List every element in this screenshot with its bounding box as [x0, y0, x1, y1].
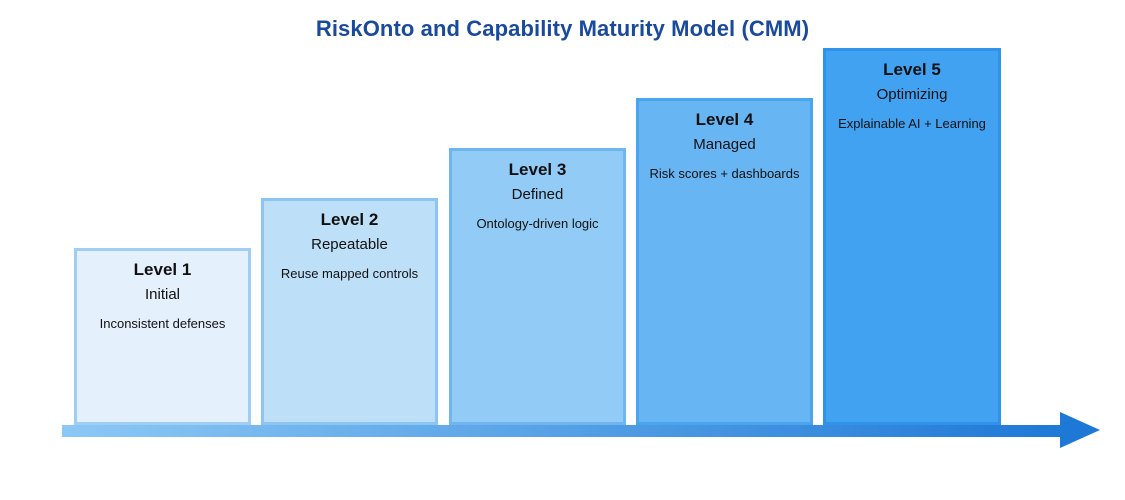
level-number: Level 4: [695, 110, 754, 129]
level-description: Explainable AI + Learning: [838, 116, 986, 131]
level-stage: Defined: [511, 186, 564, 203]
arrow-head: [1060, 412, 1100, 448]
level-description: Ontology-driven logic: [476, 216, 599, 231]
level-description: Reuse mapped controls: [280, 266, 419, 281]
level-description: Risk scores + dashboards: [649, 166, 800, 181]
level-stage: Optimizing: [876, 86, 948, 103]
level-number: Level 1: [133, 260, 192, 279]
level-number: Level 5: [883, 60, 941, 79]
level-stage: Initial: [144, 286, 181, 303]
page-title: RiskOnto and Capability Maturity Model (…: [315, 16, 810, 41]
level-4-block: Level 4 Managed Risk scores + dashboards: [636, 98, 813, 425]
level-1-block: Level 1 Initial Inconsistent defenses: [74, 248, 251, 425]
level-3-block: Level 3 Defined Ontology-driven logic: [449, 148, 626, 425]
level-number: Level 2: [320, 210, 379, 229]
level-2-block: Level 2 Repeatable Reuse mapped controls: [261, 198, 438, 425]
level-5-block: Level 5 Optimizing Explainable AI + Lear…: [823, 48, 1001, 425]
arrow-shaft: [62, 425, 1067, 437]
level-description: Inconsistent defenses: [99, 316, 226, 331]
level-number: Level 3: [508, 160, 567, 179]
level-stage: Repeatable: [311, 236, 388, 253]
level-stage: Managed: [693, 136, 756, 153]
